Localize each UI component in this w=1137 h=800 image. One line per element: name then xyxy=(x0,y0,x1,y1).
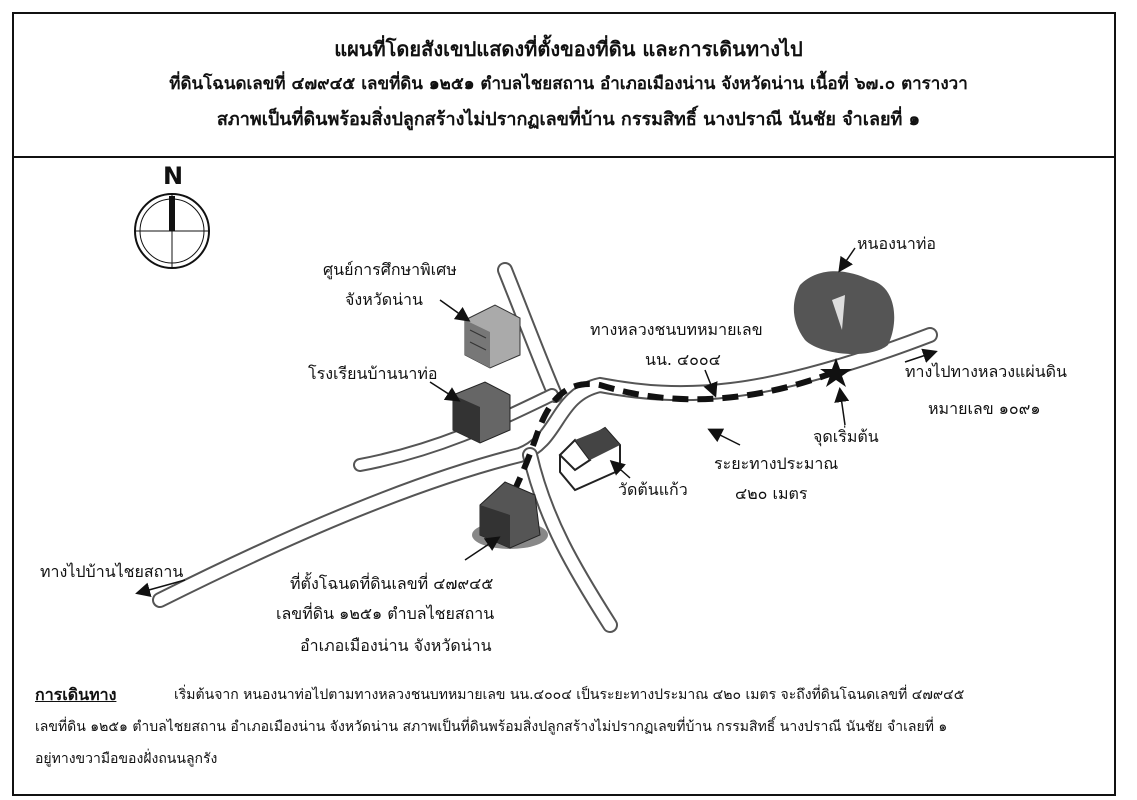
header-box xyxy=(12,12,1116,158)
directions-title: การเดินทาง xyxy=(35,685,117,704)
school-building-icon xyxy=(452,381,511,444)
deed-location-label-2: เลขที่ดิน ๑๒๕๑ ตำบลไชยสถาน xyxy=(276,604,495,623)
school-leader-arrow xyxy=(429,381,461,402)
highway-leader-arrow xyxy=(703,369,718,398)
temple-leader-arrow xyxy=(609,460,631,479)
special-school-leader-arrow xyxy=(439,299,471,322)
road-network xyxy=(152,262,938,633)
directions-line-3: อยู่ทางขวามือของฝั่งถนนลูกรัง xyxy=(35,751,218,767)
to-village-arrow xyxy=(135,579,186,598)
deed-location-label-3: อำเภอเมืองน่าน จังหวัดน่าน xyxy=(300,636,492,655)
pond-label: หนองนาท่อ xyxy=(857,234,936,253)
pond-icon xyxy=(793,271,895,355)
special-center-label-2: จังหวัดน่าน xyxy=(345,290,423,309)
north-label: N xyxy=(163,162,184,190)
to-national-arrow xyxy=(904,348,938,363)
deed-location-label-1: ที่ตั้งโฉนดที่ดินเลขที่ ๔๗๙๔๕ xyxy=(290,574,494,593)
pond-leader-arrow xyxy=(838,247,856,273)
map-frame xyxy=(12,12,1116,796)
start-leader-arrow xyxy=(834,387,850,426)
to-national-highway-label-1: ทางไปทางหลวงแผ่นดิน xyxy=(905,362,1067,381)
highway-route-label-1: ทางหลวงชนบทหมายเลข xyxy=(590,320,763,339)
map-title: แผนที่โดยสังเขปแสดงที่ตั้งของที่ดิน และก… xyxy=(334,37,803,61)
deed-leader-arrow xyxy=(464,536,501,561)
to-national-highway-label-2: หมายเลข ๑๐๙๑ xyxy=(928,399,1041,418)
compass-icon xyxy=(134,193,210,269)
directions-line-2: เลขที่ดิน ๑๒๕๑ ตำบลไชยสถาน อำเภอเมืองน่า… xyxy=(35,719,948,735)
special-center-label-1: ศูนย์การศึกษาพิเศษ xyxy=(323,260,457,279)
to-village-label: ทางไปบ้านไชยสถาน xyxy=(40,562,184,581)
distance-label-2: ๔๒๐ เมตร xyxy=(735,484,808,503)
start-star-icon xyxy=(820,358,852,387)
school-label: โรงเรียนบ้านนาท่อ xyxy=(308,364,438,383)
deed-info: ที่ดินโฉนดเลขที่ ๔๗๙๔๕ เลขที่ดิน ๑๒๕๑ ตำ… xyxy=(169,74,968,94)
route-path xyxy=(502,369,837,512)
temple-building-icon xyxy=(558,426,621,492)
start-point-label: จุดเริ่มต้น xyxy=(813,427,879,446)
highway-route-label-2: นน. ๔๐๐๔ xyxy=(645,350,721,369)
directions-line-1: เริ่มต้นจาก หนองนาท่อไปตามทางหลวงชนบทหมา… xyxy=(174,687,965,703)
temple-label: วัดต้นแก้ว xyxy=(618,480,688,499)
distance-label-1: ระยะทางประมาณ xyxy=(714,454,839,473)
property-condition: สภาพเป็นที่ดินพร้อมสิ่งปลูกสร้างไม่ปรากฏ… xyxy=(216,109,921,130)
special-school-building-icon xyxy=(464,304,521,369)
distance-leader-arrow xyxy=(707,428,741,446)
